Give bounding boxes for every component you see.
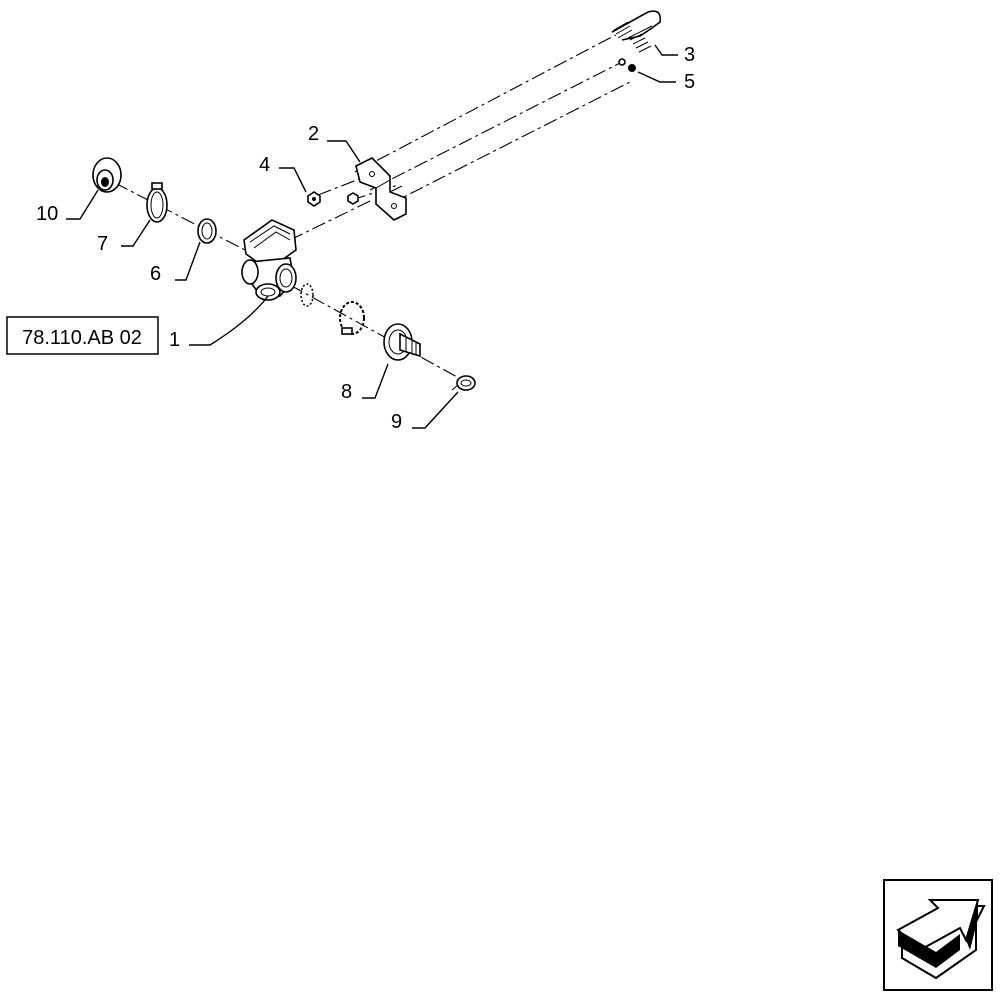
valve-body (241, 219, 297, 301)
callout-8: 8 (341, 381, 352, 403)
reference-box[interactable]: 78.110.AB 02 (6, 316, 159, 355)
u-bolt (611, 10, 662, 53)
callout-7: 7 (97, 233, 108, 255)
reference-box-label: 78.110.AB 02 (22, 327, 142, 349)
callout-3: 3 (684, 44, 695, 66)
leader-lines (66, 44, 678, 429)
center-lines (114, 29, 631, 384)
callout-1: 1 (169, 329, 180, 351)
callout-4: 4 (259, 154, 270, 176)
callout-6: 6 (150, 263, 161, 285)
next-page-arrow-icon[interactable] (883, 879, 993, 991)
clamp (146, 182, 168, 223)
callout-5: 5 (684, 71, 695, 93)
gasket (300, 283, 314, 307)
callout-10: 10 (36, 203, 58, 225)
callout-9: 9 (391, 411, 402, 433)
clip (451, 375, 476, 391)
callout-2: 2 (308, 123, 319, 145)
nut-part-5 (618, 58, 636, 72)
hose-clamp (339, 301, 365, 335)
nut-part-4 (307, 191, 359, 207)
callout-labels: 1 2 3 4 5 6 7 8 9 10 (36, 44, 695, 433)
o-ring (197, 218, 217, 244)
seal-cap (92, 157, 122, 193)
bracket-plate (355, 157, 407, 221)
hose-fitting (383, 323, 421, 361)
